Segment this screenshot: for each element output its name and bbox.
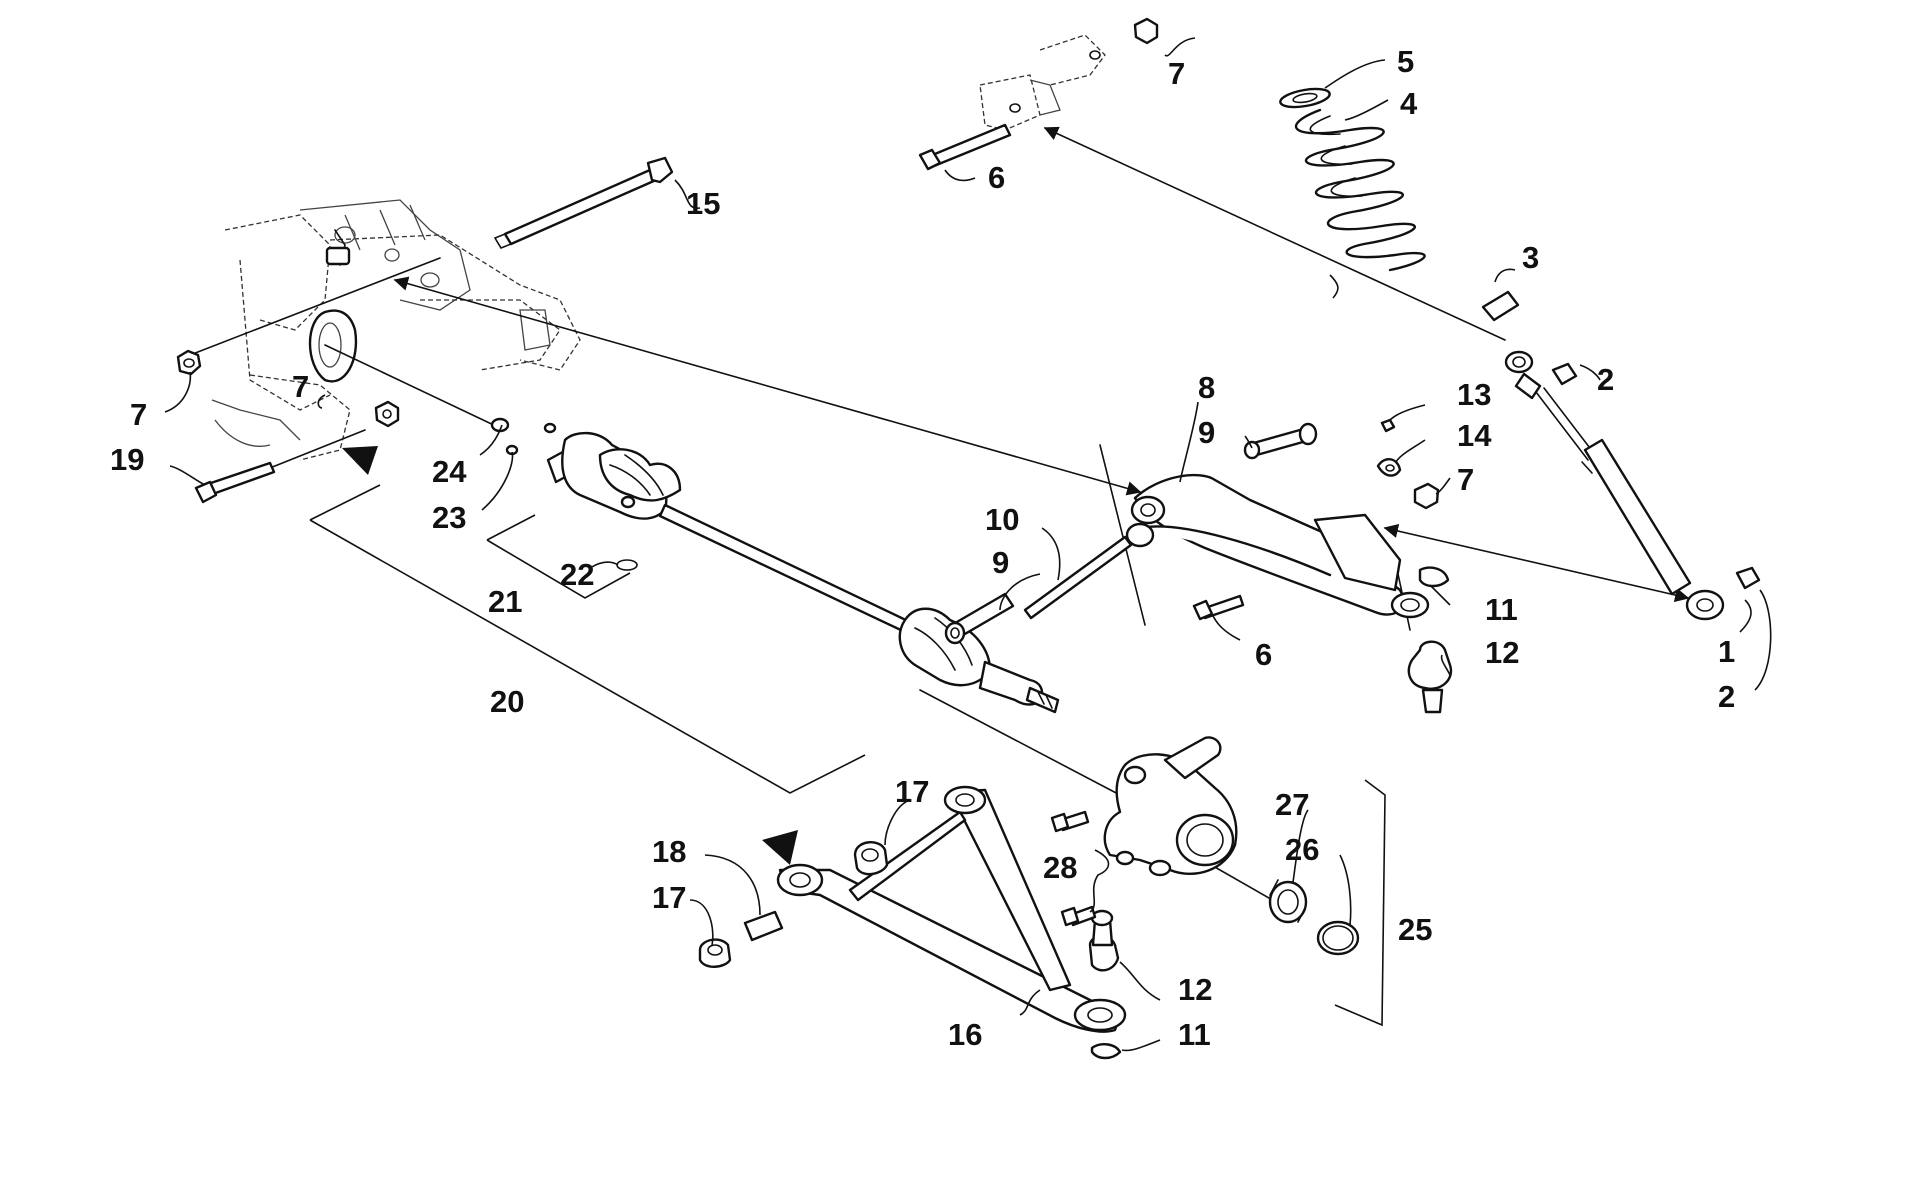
callout-20: 20 [490,684,524,719]
shock-mount-bracket [979,34,1106,131]
callout-10: 10 [985,502,1019,537]
callout-6-arm: 6 [1255,637,1272,672]
callout-18: 18 [652,834,686,869]
sleeve-part-18 [743,910,784,942]
callout-6-top: 6 [988,160,1005,195]
callout-13: 13 [1457,377,1491,412]
nut-part-7-left [176,349,202,376]
bushing-part-2-bottom [1735,566,1761,590]
callout-labels: 15 7 6 5 4 3 2 7 7 19 24 23 22 21 20 8 9… [110,44,1735,1052]
callout-1: 1 [1718,634,1735,669]
bearing-part-27 [1268,879,1308,924]
callout-17-lower: 17 [652,880,686,915]
steering-knuckle-part-25 [1103,736,1238,877]
callout-28: 28 [1043,850,1077,885]
long-bolt-part-15 [493,156,674,249]
bolt-part-6-top [918,123,1012,171]
ball-joint-part-12-lower [1088,909,1120,972]
callout-23: 23 [432,500,466,535]
pivot-tube-part-10 [1023,535,1133,620]
callout-19: 19 [110,442,144,477]
shock-absorber-part-1 [1504,350,1725,621]
lower-a-arm-part-16 [776,785,1127,1033]
callout-2-bottom: 2 [1718,679,1735,714]
grouping-brackets [309,484,1386,1027]
nut-part-7-bracket [374,400,400,428]
callout-12-upper: 12 [1485,635,1519,670]
callout-7-left: 7 [130,397,147,432]
bushing-part-17-lower [698,938,732,968]
ball-joint-part-12-upper [1407,640,1453,714]
callout-8: 8 [1198,370,1215,405]
snap-ring-part-11-lower [1090,1043,1122,1060]
bushing-part-9-upper [1243,422,1318,460]
callout-25: 25 [1398,912,1432,947]
pointer-arrow-lower [762,830,798,865]
bolt-part-28-upper [1050,810,1090,833]
callout-21: 21 [488,584,522,619]
callout-26: 26 [1285,832,1319,867]
callout-2-top: 2 [1597,362,1614,397]
snap-ring-part-11-upper [1418,566,1450,588]
connection-arrows [184,126,1690,911]
bushing-part-9-lower [944,592,1015,645]
cv-axle-part-20 [490,417,1060,714]
pointer-arrow-left [342,446,378,475]
callout-24: 24 [432,454,467,489]
callout-4: 4 [1400,86,1418,121]
nut-part-7-top [1133,17,1159,45]
callout-9-lower: 9 [992,545,1009,580]
callout-16: 16 [948,1017,982,1052]
bolt-part-6-arm [1192,594,1245,621]
callout-7-bracket: 7 [292,369,309,404]
callout-27: 27 [1275,787,1309,822]
bolt-part-28-lower [1060,905,1097,927]
callout-15: 15 [686,186,720,221]
screw-part-13 [1380,418,1396,433]
callout-14: 14 [1457,418,1492,453]
callout-5: 5 [1397,44,1414,79]
bolt-part-19 [194,461,276,504]
callout-7-top: 7 [1168,56,1185,91]
callout-22: 22 [560,557,594,592]
callout-3: 3 [1522,240,1539,275]
leader-lines [164,37,1772,1052]
upper-a-arm-part-8 [1125,473,1430,619]
nut-part-7-arm [1413,482,1440,510]
spring-clip-part-3 [1481,290,1520,322]
callout-7-arm: 7 [1457,462,1474,497]
clip-part-14 [1376,458,1402,477]
bushing-part-17-upper [853,841,889,876]
spring-retainer-part-5 [1279,87,1331,109]
callout-11-upper: 11 [1485,592,1518,627]
coil-spring-part-4 [1294,108,1426,272]
callout-11-lower: 11 [1178,1017,1211,1052]
retaining-ring-part-26 [1316,920,1360,956]
callout-17-upper: 17 [895,774,929,809]
bushing-part-2-top [1551,362,1578,386]
callout-9-upper: 9 [1198,415,1215,450]
callout-12-lower: 12 [1178,972,1212,1007]
